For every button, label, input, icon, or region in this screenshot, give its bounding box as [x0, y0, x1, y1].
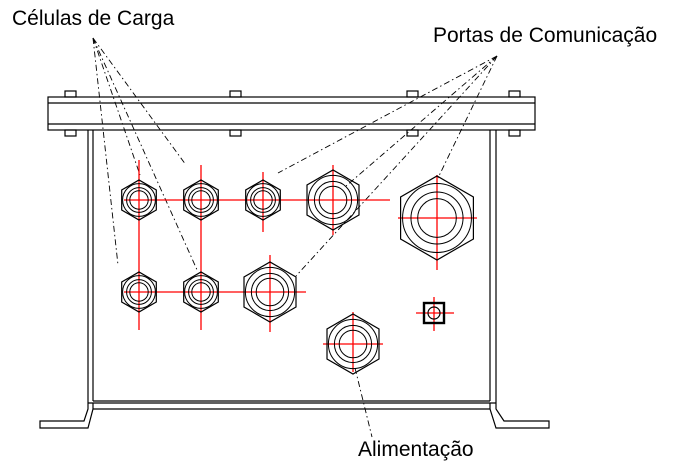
communication-port-gland: [243, 261, 297, 323]
communication-port-gland: [400, 175, 474, 261]
leader-lines: [92, 37, 498, 438]
power-gland: [326, 313, 380, 375]
power-supply-label: Alimentação: [358, 438, 474, 461]
communication-ports-label: Portas de Comunicação: [433, 24, 658, 47]
load-cell-gland: [121, 179, 157, 221]
connector-glands: [121, 160, 477, 375]
load-cell-gland: [121, 271, 157, 313]
enclosure-body: [87, 130, 497, 404]
communication-port-gland: [245, 179, 281, 221]
load-cell-gland: [183, 179, 219, 221]
load-cells-label: Células de Carga: [12, 7, 175, 30]
load-cell-gland: [183, 271, 219, 313]
indicator-square: [422, 301, 446, 325]
mounting-feet: [39, 403, 550, 429]
communication-port-gland: [306, 169, 360, 231]
